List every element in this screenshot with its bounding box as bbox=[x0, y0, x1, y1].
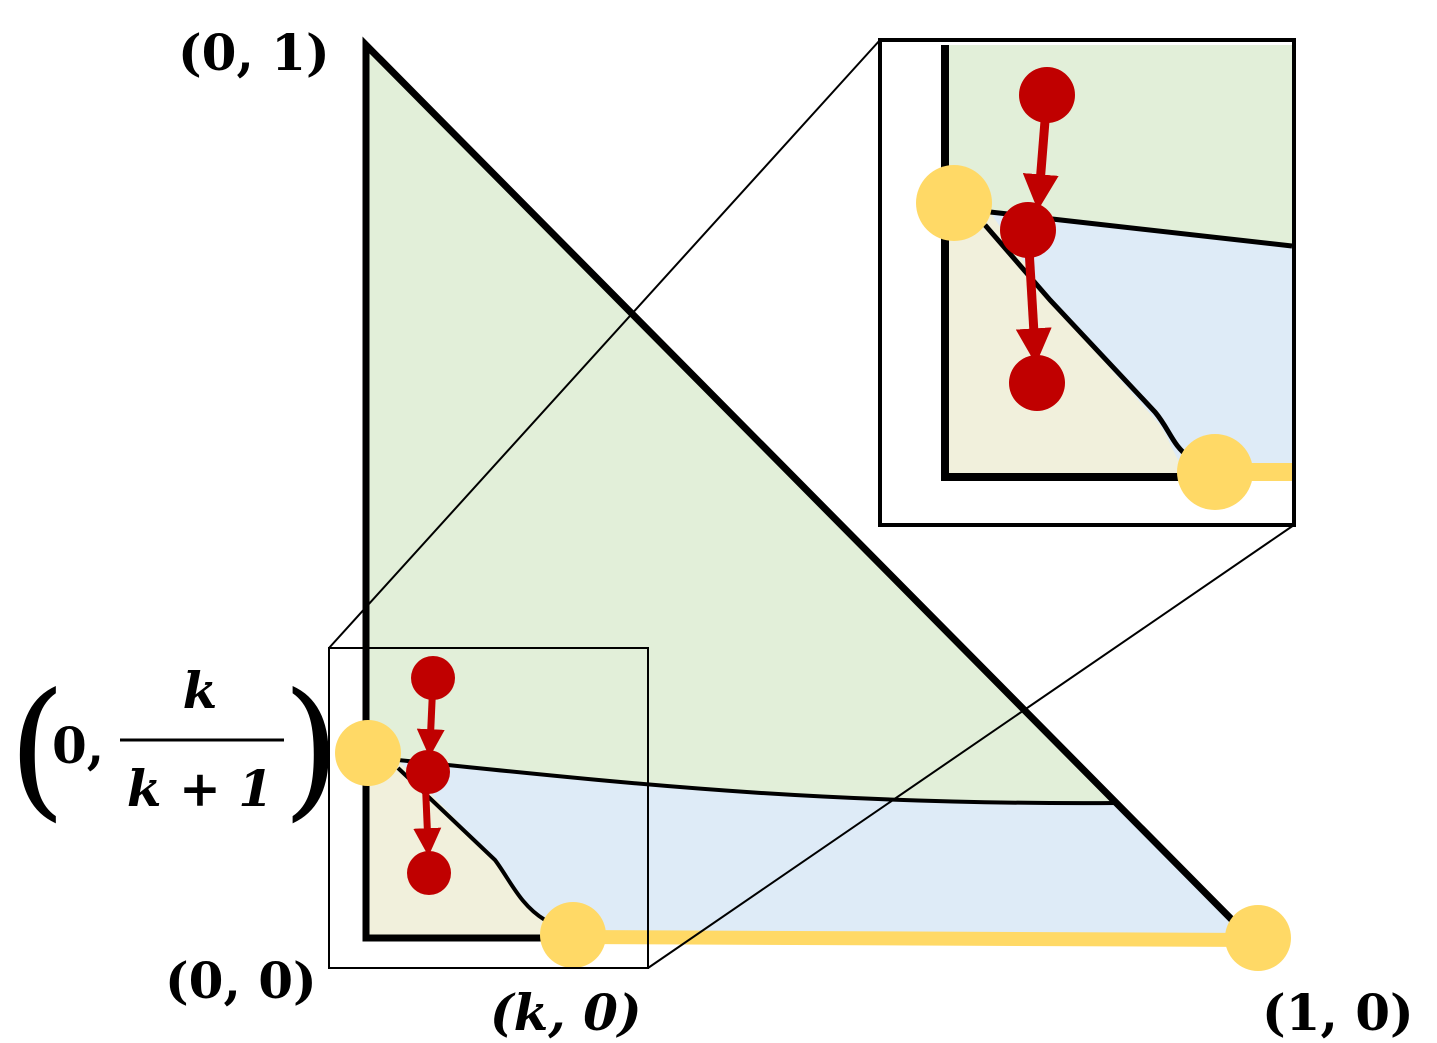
red-point-top bbox=[411, 656, 455, 700]
red-point-mid bbox=[406, 750, 450, 794]
label-origin: (0, 0) bbox=[165, 951, 317, 1010]
inset-red-point-bottom bbox=[1009, 355, 1065, 411]
inset-red-point-top bbox=[1019, 67, 1075, 123]
label-left-zero: 0, bbox=[52, 716, 104, 775]
label-left-open-paren: ( bbox=[8, 662, 67, 836]
zoom-inset bbox=[878, 38, 1296, 527]
inset-blue-region bbox=[990, 212, 1292, 477]
inset-frame bbox=[878, 38, 1296, 527]
red-point-bottom bbox=[407, 851, 451, 895]
lower-boundary-curve bbox=[396, 766, 547, 922]
label-left-close-paren: ) bbox=[282, 662, 341, 836]
yellow-point-k bbox=[540, 902, 606, 968]
zoom-connector-bottom bbox=[647, 524, 1295, 969]
inset-beige-region bbox=[944, 212, 1190, 477]
zoom-source-box bbox=[328, 647, 649, 969]
yellow-segment bbox=[571, 930, 1259, 947]
label-frac-denominator: k + 1 bbox=[127, 759, 273, 818]
label-frac-numerator: k bbox=[183, 661, 218, 720]
label-left-point: ( 0, k k + 1 ) bbox=[8, 661, 341, 836]
label-one-point: (1, 0) bbox=[1262, 983, 1414, 1042]
label-k-point: (k, 0) bbox=[490, 983, 642, 1042]
zoom-connector-top bbox=[328, 39, 881, 649]
upper-boundary-curve bbox=[397, 758, 1119, 806]
inset-yellow-point-left bbox=[916, 165, 992, 241]
yellow-point-left bbox=[335, 720, 401, 786]
inset-red-point-mid bbox=[1000, 202, 1056, 258]
beige-region bbox=[366, 760, 570, 938]
inset-yellow-point-k bbox=[1177, 434, 1253, 510]
label-top-vertex: (0, 1) bbox=[178, 23, 330, 82]
yellow-point-one bbox=[1225, 905, 1291, 971]
main-triangle bbox=[335, 36, 1291, 971]
